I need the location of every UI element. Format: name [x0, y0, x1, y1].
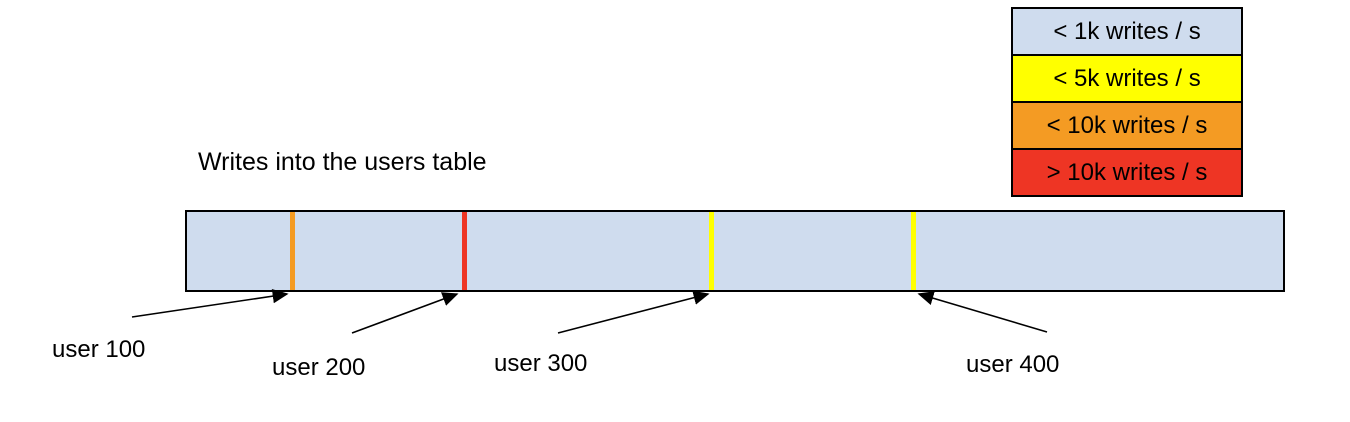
write-hotspot-stripe-user-300	[709, 212, 714, 290]
legend-item: < 10k writes / s	[1013, 103, 1241, 150]
arrow-user-300	[557, 290, 710, 334]
label-user-100: user 100	[52, 336, 146, 363]
legend-item: < 1k writes / s	[1013, 9, 1241, 56]
label-user-400: user 400	[966, 351, 1060, 378]
legend-item-label: < 1k writes / s	[1053, 17, 1201, 45]
arrow-user-100	[131, 288, 289, 318]
write-hotspot-stripe-user-200	[462, 212, 467, 290]
label-user-200: user 200	[272, 354, 366, 381]
label-user-300: user 300	[494, 350, 588, 377]
users-table-bar	[185, 210, 1285, 292]
legend: < 1k writes / s < 5k writes / s < 10k writ…	[1011, 7, 1243, 197]
arrow-user-400	[917, 291, 1048, 333]
legend-item-label: < 5k writes / s	[1053, 64, 1201, 92]
legend-item: > 10k writes / s	[1013, 150, 1241, 195]
write-hotspot-stripe-user-100	[290, 212, 295, 290]
diagram-title: Writes into the users table	[198, 148, 487, 176]
arrow-user-200	[351, 292, 459, 334]
legend-item-label: < 10k writes / s	[1046, 111, 1208, 139]
legend-item-label: > 10k writes / s	[1046, 158, 1208, 186]
write-hotspot-stripe-user-400	[911, 212, 916, 290]
legend-item: < 5k writes / s	[1013, 56, 1241, 103]
